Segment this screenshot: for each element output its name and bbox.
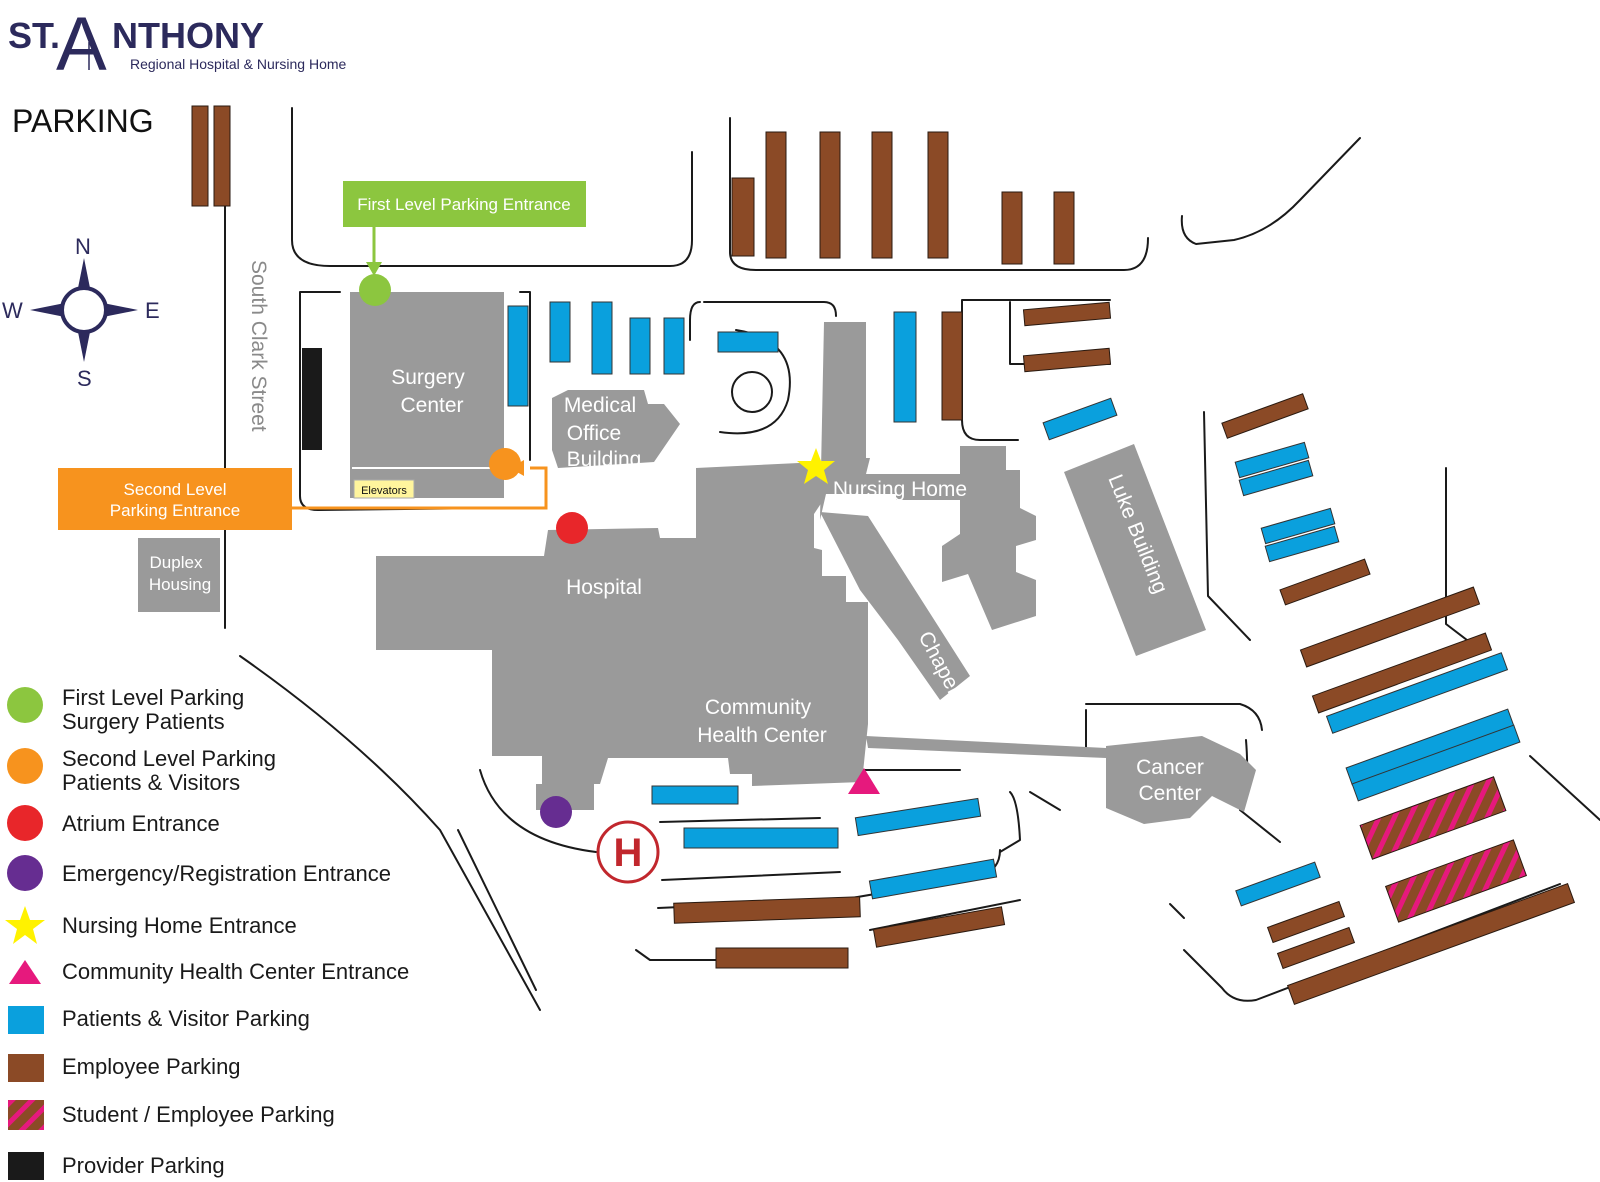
mob-label-2: Office (567, 422, 621, 445)
cancer-center-label-2: Center (1138, 782, 1201, 805)
patient-visitor-parking (507, 301, 1521, 907)
medical-office-building (552, 390, 680, 468)
surgery-center-label-2: Center (400, 394, 463, 417)
logo-initial: A (56, 2, 107, 87)
legend-red-circle-icon (7, 805, 43, 841)
first-level-entrance-marker (359, 274, 391, 306)
nursing-home-entrance-marker (797, 448, 835, 484)
mob-label-1: Medical (564, 394, 636, 417)
elevators-label: Elevators (361, 485, 407, 497)
legend-black-swatch-icon (8, 1152, 44, 1180)
legend-item-1-line2: Surgery Patients (62, 709, 225, 734)
hospital-building (376, 462, 868, 786)
provider-parking-lot (302, 348, 322, 450)
duplex-label-1: Duplex (150, 553, 203, 572)
legend-item-4: Emergency/Registration Entrance (62, 861, 391, 886)
chapel-building (820, 512, 970, 700)
second-level-entrance-line1: Second Level (123, 480, 226, 499)
legend-hatched-swatch-icon (8, 1100, 44, 1130)
first-level-entrance-label: First Level Parking Entrance (357, 195, 571, 214)
emergency-entrance-marker (540, 796, 572, 828)
employee-parking (191, 105, 1576, 1005)
nursing-home-building (820, 322, 1036, 630)
compass-west: W (2, 298, 23, 323)
duplex-housing-building (138, 538, 220, 612)
compass-north: N (75, 234, 91, 259)
legend-item-10: Provider Parking (62, 1153, 225, 1178)
chc-label-2: Health Center (697, 724, 827, 747)
atrium-entrance-marker (556, 512, 588, 544)
legend-item-1-line1: First Level Parking (62, 685, 244, 710)
chc-label-1: Community (705, 696, 812, 719)
compass-south: S (77, 366, 92, 391)
first-level-entrance-callout (343, 181, 586, 227)
luke-building (1064, 444, 1206, 656)
legend-item-2-line1: Second Level Parking (62, 746, 276, 771)
surgery-center-label-1: Surgery (391, 366, 465, 389)
legend-star-icon (5, 906, 45, 944)
hospital-logo: ST. A NTHONY Regional Hospital & Nursing… (8, 2, 347, 87)
logo-subtitle: Regional Hospital & Nursing Home (130, 56, 347, 72)
second-level-entrance-marker (489, 448, 521, 480)
legend-triangle-icon (9, 960, 41, 984)
surgery-center-building (350, 292, 504, 498)
hospital-label: Hospital (566, 576, 642, 599)
legend-item-7: Patients & Visitor Parking (62, 1006, 310, 1031)
chc-entrance-marker (848, 768, 880, 794)
student-employee-parking (1359, 776, 1528, 923)
nursing-home-label: Nursing Home (833, 478, 967, 501)
legend-brown-swatch-icon (8, 1054, 44, 1082)
legend-purple-circle-icon (7, 855, 43, 891)
elevators-tag (353, 479, 415, 499)
buildings (138, 292, 1256, 824)
compass-icon: N E S W (2, 234, 160, 391)
cancer-center-label-1: Cancer (1136, 756, 1204, 779)
cancer-center-building (1106, 736, 1256, 824)
page-title: PARKING (12, 103, 154, 139)
legend-orange-circle-icon (7, 748, 43, 784)
skywalk (866, 736, 1106, 758)
second-level-entrance-callout (58, 468, 292, 530)
street-label: South Clark Street (247, 260, 270, 432)
legend-item-9: Student / Employee Parking (62, 1102, 335, 1127)
legend-item-8: Employee Parking (62, 1054, 241, 1079)
helipad-icon: H (596, 820, 660, 884)
duplex-label-2: Housing (149, 575, 211, 594)
legend-item-5: Nursing Home Entrance (62, 913, 297, 938)
legend-item-3: Atrium Entrance (62, 811, 220, 836)
compass-east: E (145, 298, 160, 323)
legend-item-2-line2: Patients & Visitors (62, 770, 240, 795)
logo-name: NTHONY (112, 15, 264, 56)
legend-blue-swatch-icon (8, 1006, 44, 1034)
legend-green-circle-icon (7, 687, 43, 723)
logo-prefix: ST. (8, 15, 60, 56)
map-legend: First Level Parking Surgery Patients Sec… (5, 685, 409, 1180)
helipad-letter: H (614, 831, 643, 875)
mob-label-3: Building (567, 448, 642, 471)
legend-item-6: Community Health Center Entrance (62, 959, 409, 984)
second-level-entrance-line2: Parking Entrance (110, 501, 240, 520)
